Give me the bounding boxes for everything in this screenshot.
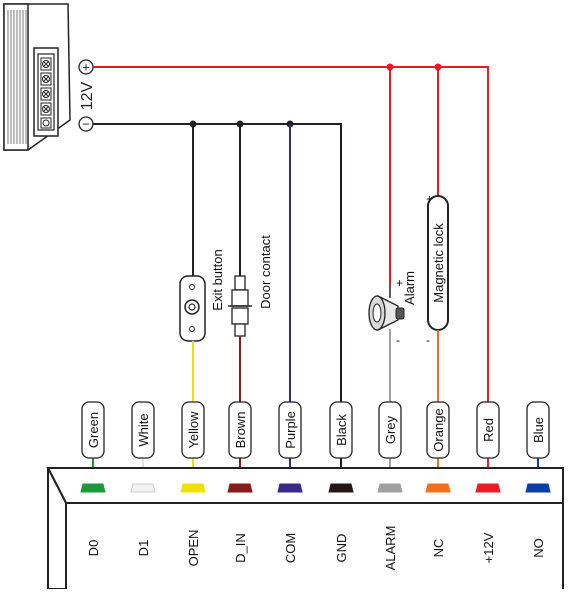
power-supply-terminals (40, 57, 52, 129)
pin-label: ALARM (383, 526, 398, 571)
wire-label-text: Orange (431, 408, 446, 451)
voltage-label: 12V (79, 81, 96, 110)
terminal-chip-red (475, 483, 501, 493)
terminal-chip-yellow (180, 483, 206, 493)
wire-label-text: Black (334, 414, 349, 446)
wire-label-purple: Purple (278, 401, 302, 459)
wire-label-green: Green (81, 401, 105, 459)
wire-label-text: Yellow (186, 411, 201, 449)
wire-label-blue: Blue (526, 401, 550, 459)
wire-label-black: Black (329, 401, 353, 459)
pin-label: OPEN (186, 530, 201, 567)
wire-labels: Green White Yellow Brown Purple Black Grey Oran… (81, 401, 550, 459)
terminal-chip-grey (377, 483, 403, 493)
magnetic-lock-device: Magnetic lock + - (426, 192, 449, 475)
pin-label: NO (531, 538, 546, 558)
wire-label-text: Purple (283, 411, 298, 449)
door-contact-icon (234, 275, 246, 291)
terminal-chips (80, 483, 551, 493)
wire-label-grey: Grey (378, 401, 402, 459)
terminal-chip-orange (425, 483, 451, 493)
power-supply-vent (7, 10, 27, 144)
lock-plus-sign: + (426, 192, 433, 206)
plus-symbol: + (82, 60, 90, 75)
wire-label-text: Brown (233, 412, 248, 449)
alarm-plus-sign: + (396, 276, 403, 290)
controller-body (46, 467, 564, 590)
terminal-chip-green (80, 483, 106, 493)
wire-label-yellow: Yellow (181, 401, 205, 459)
alarm-label: Alarm (402, 271, 417, 305)
wire-label-text: Red (481, 418, 496, 442)
wire-label-red: Red (476, 401, 500, 459)
wire-label-text: Green (86, 412, 101, 448)
power-supply (3, 3, 71, 151)
wire-label-orange: Orange (426, 401, 450, 459)
wire-label-white: White (131, 401, 155, 459)
terminal-chip-black (328, 483, 354, 493)
wire-label-text: Grey (383, 415, 398, 444)
wire-label-brown: Brown (228, 401, 252, 459)
pin-labels: D0 D1 OPEN D_IN COM GND ALARM NC +12V NO (86, 526, 546, 571)
alarm-minus-sign: - (396, 333, 400, 347)
pin-label: COM (283, 533, 298, 563)
pin-label: GND (334, 534, 349, 563)
wire-label-text: Blue (531, 417, 546, 443)
pin-label: D0 (86, 540, 101, 557)
exit-button-device: Exit button (179, 249, 225, 475)
supply-minus-terminal: − (78, 116, 94, 132)
pin-label: D_IN (233, 533, 248, 563)
terminal-chip-brown (227, 483, 253, 493)
pin-label: D1 (136, 540, 151, 557)
lock-minus-sign: - (426, 333, 430, 347)
minus-symbol: − (82, 117, 90, 132)
exit-button-label: Exit button (210, 249, 225, 310)
magnetic-lock-label: Magnetic lock (431, 223, 446, 303)
terminal-chip-purple (277, 483, 303, 493)
wire-label-text: White (136, 413, 151, 446)
pin-label: NC (431, 539, 446, 558)
door-contact-label: Door contact (258, 235, 273, 309)
pin-label: +12V (481, 532, 496, 563)
terminal-chip-white (130, 483, 156, 493)
terminal-chip-blue (525, 483, 551, 493)
supply-plus-terminal: + (78, 59, 94, 75)
